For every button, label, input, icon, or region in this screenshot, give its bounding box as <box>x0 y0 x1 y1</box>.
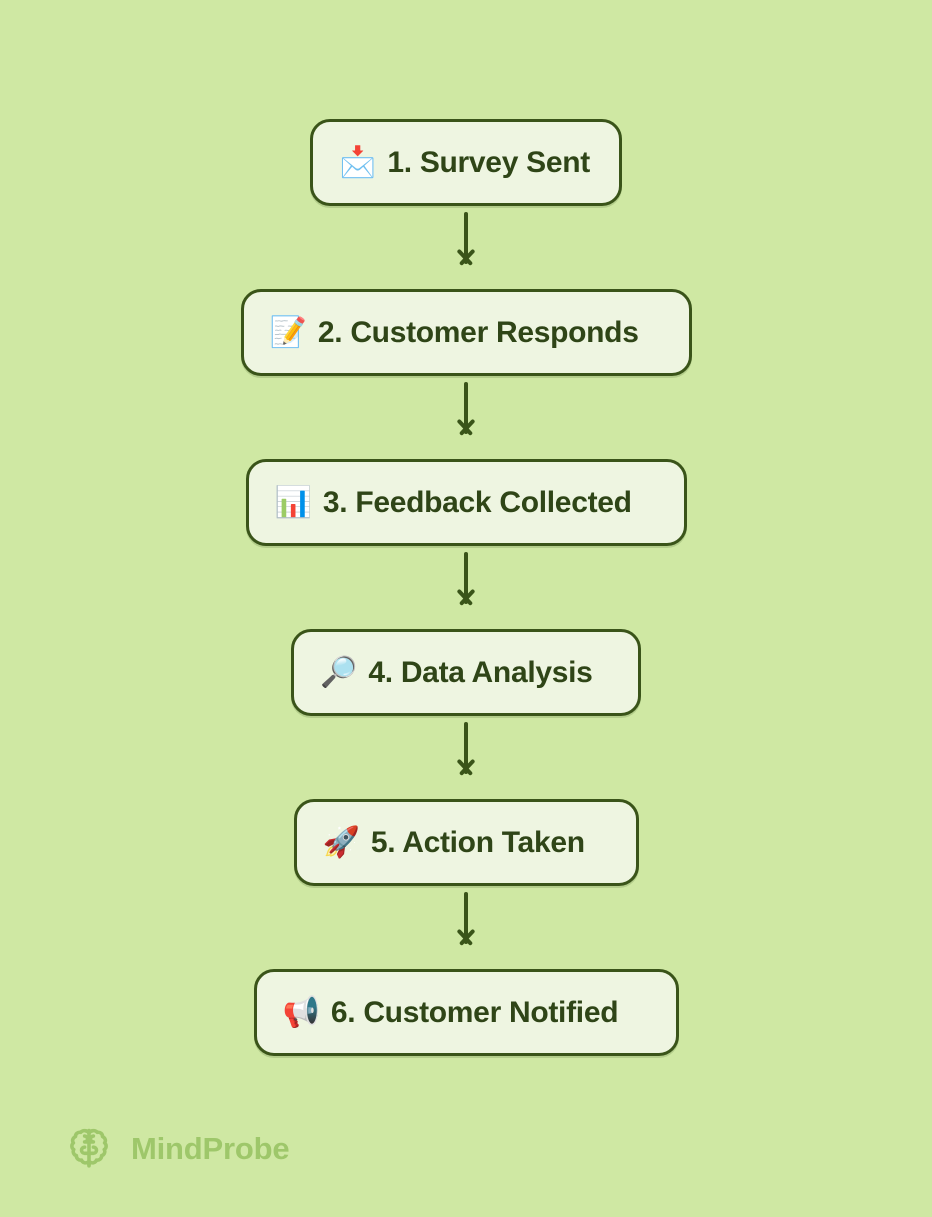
flow-node-survey-sent[interactable]: 📩 1. Survey Sent <box>310 119 622 206</box>
brand-logo: MindProbe <box>63 1122 290 1174</box>
loudspeaker-icon: 📢 <box>282 994 320 1030</box>
arrow-stem <box>464 212 468 264</box>
flow-node-data-analysis[interactable]: 🔎 4. Data Analysis <box>291 629 641 716</box>
arrow-stem <box>464 382 468 434</box>
arrow-head-down-icon <box>454 930 478 946</box>
flow-node-label: 2. Customer Responds <box>317 315 639 349</box>
flow-node-label: 6. Customer Notified <box>330 995 619 1029</box>
arrow-head-down-icon <box>454 420 478 436</box>
flow-node-feedback-collected[interactable]: 📊 3. Feedback Collected <box>245 459 687 546</box>
bar-chart-icon: 📊 <box>274 484 312 520</box>
brain-icon <box>70 1128 108 1168</box>
flowchart: 📩 1. Survey Sent 📝 2. Customer Responds … <box>0 119 932 1056</box>
arrow-head-down-icon <box>454 590 478 606</box>
arrow-head-down-icon <box>454 760 478 776</box>
flow-node-label: 3. Feedback Collected <box>322 485 632 519</box>
envelope-with-arrow-icon: 📩 <box>339 144 377 180</box>
arrow-stem <box>464 722 468 774</box>
flow-node-label: 4. Data Analysis <box>368 655 593 689</box>
flow-arrow-1-to-2 <box>446 206 486 289</box>
brand-name: MindProbe <box>131 1130 290 1166</box>
flow-arrow-3-to-4 <box>446 546 486 629</box>
flow-arrow-5-to-6 <box>446 886 486 969</box>
memo-icon: 📝 <box>269 314 307 350</box>
rocket-icon: 🚀 <box>322 824 360 860</box>
flow-arrow-2-to-3 <box>446 376 486 459</box>
arrow-head-down-icon <box>454 250 478 266</box>
arrow-stem <box>464 552 468 604</box>
flow-arrow-4-to-5 <box>446 716 486 799</box>
flow-node-action-taken[interactable]: 🚀 5. Action Taken <box>293 799 639 886</box>
flow-node-label: 5. Action Taken <box>370 825 585 859</box>
flow-node-label: 1. Survey Sent <box>387 145 590 179</box>
arrow-stem <box>464 892 468 944</box>
magnifying-glass-icon: 🔎 <box>320 654 358 690</box>
flow-node-customer-notified[interactable]: 📢 6. Customer Notified <box>253 969 679 1056</box>
flow-node-customer-responds[interactable]: 📝 2. Customer Responds <box>240 289 692 376</box>
